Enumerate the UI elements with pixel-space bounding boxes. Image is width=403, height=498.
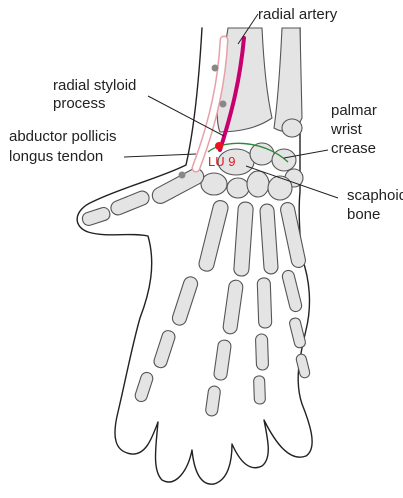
little-middle-phalanx bbox=[289, 317, 306, 349]
leader-scaphoid bbox=[245, 165, 339, 199]
marker-dot-upper bbox=[211, 64, 219, 72]
ulna-bone bbox=[273, 27, 303, 132]
tendon-core bbox=[193, 37, 227, 171]
label-abductor-2: longus tendon bbox=[9, 148, 103, 165]
ring-distal-phalanx bbox=[253, 375, 266, 405]
index-distal-phalanx bbox=[134, 371, 154, 403]
ring-metacarpal bbox=[259, 203, 279, 275]
hamate-carpal bbox=[267, 175, 293, 201]
trapezium-carpal bbox=[200, 172, 228, 196]
little-proximal-phalanx bbox=[281, 269, 303, 313]
thumb-distal-phalanx bbox=[81, 206, 111, 226]
capitate-carpal bbox=[246, 170, 270, 198]
little-distal-phalanx bbox=[295, 353, 311, 379]
label-scaphoid-2: bone bbox=[347, 206, 380, 223]
ring-middle-phalanx bbox=[255, 333, 269, 371]
leader-radial-artery bbox=[237, 13, 259, 45]
marker-dot-thumb-base bbox=[178, 171, 186, 179]
ring-proximal-phalanx bbox=[256, 277, 273, 329]
label-radial-styloid-1: radial styloid bbox=[53, 77, 136, 94]
label-radial-styloid-2: process bbox=[53, 95, 106, 112]
label-abductor-1: abductor pollicis bbox=[9, 128, 117, 145]
index-metacarpal bbox=[198, 200, 229, 272]
middle-middle-phalanx bbox=[213, 339, 232, 381]
thumb-metacarpal bbox=[151, 168, 205, 204]
ulnar-styloid bbox=[281, 118, 303, 138]
leader-palmar-crease bbox=[283, 149, 329, 159]
lu9-point bbox=[215, 142, 223, 150]
middle-metacarpal bbox=[233, 201, 254, 277]
leader-abductor bbox=[123, 153, 197, 158]
little-metacarpal bbox=[280, 202, 306, 268]
marker-dot-styloid bbox=[219, 100, 227, 108]
label-palmar-2: wrist bbox=[330, 121, 363, 138]
radial-artery bbox=[218, 36, 246, 152]
middle-distal-phalanx bbox=[205, 385, 221, 417]
label-lu9: LU 9 bbox=[208, 154, 235, 169]
palmar-wrist-crease bbox=[207, 142, 289, 163]
label-scaphoid-1: scaphoid bbox=[347, 187, 403, 204]
leader-radial-styloid bbox=[147, 95, 225, 137]
trapezoid-carpal bbox=[226, 177, 250, 199]
index-proximal-phalanx bbox=[171, 276, 199, 326]
hand-outline bbox=[76, 27, 313, 485]
thumb-proximal-phalanx bbox=[110, 190, 150, 216]
label-palmar-3: crease bbox=[331, 140, 376, 157]
middle-proximal-phalanx bbox=[222, 279, 244, 335]
label-radial-artery: radial artery bbox=[258, 6, 338, 23]
label-palmar-1: palmar bbox=[331, 102, 377, 119]
index-middle-phalanx bbox=[153, 330, 176, 369]
